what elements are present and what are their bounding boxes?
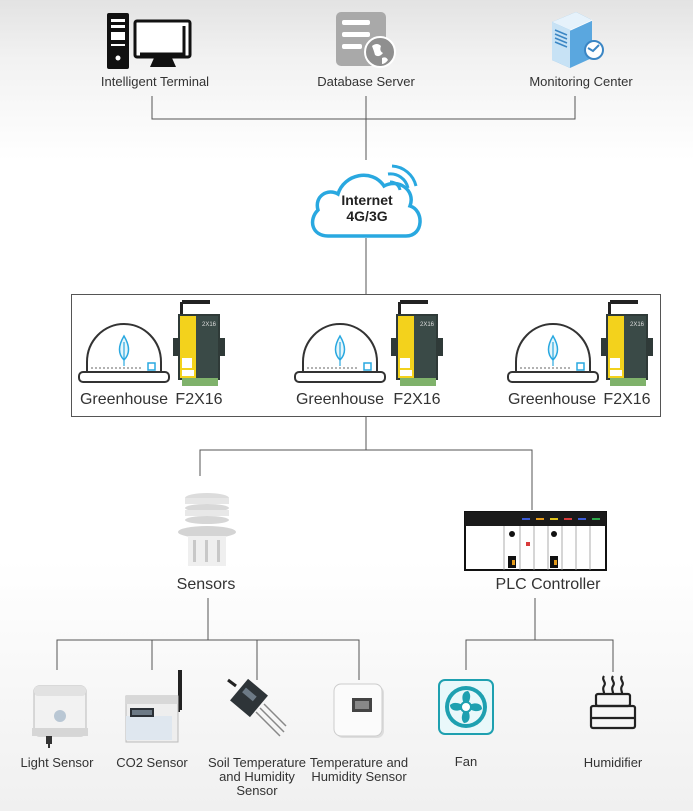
temp-humidity-sensor-label: Temperature and Humidity Sensor	[309, 755, 409, 784]
device-label-3: F2X16	[603, 391, 651, 408]
greenhouse-label-1: Greenhouse	[79, 391, 169, 408]
f2x16-device-icon-2: 2X16	[390, 300, 444, 388]
sensors-icon	[176, 492, 238, 570]
light-sensor-icon	[30, 684, 90, 750]
intelligent-terminal-label: Intelligent Terminal	[100, 74, 210, 89]
database-server-icon	[334, 10, 398, 70]
greenhouse-icon-1	[77, 322, 171, 386]
fan-icon	[438, 679, 494, 735]
svg-text:2X16: 2X16	[420, 322, 435, 328]
co2-sensor-label: CO2 Sensor	[116, 755, 188, 770]
greenhouse-label-3: Greenhouse	[507, 391, 597, 408]
cloud-text: Internet 4G/3G	[312, 192, 422, 224]
soil-sensor-label: Soil Temperature and Humidity Sensor	[207, 755, 307, 798]
f2x16-device-icon-3: 2X16	[600, 300, 654, 388]
humidifier-icon	[588, 674, 638, 730]
greenhouse-label-2: Greenhouse	[295, 391, 385, 408]
monitoring-center-icon	[548, 8, 604, 70]
intelligent-terminal-icon	[104, 10, 196, 72]
temp-humidity-sensor-icon	[332, 682, 386, 740]
greenhouse-icon-2	[293, 322, 387, 386]
monitoring-center-label: Monitoring Center	[529, 74, 633, 89]
cloud-line2: 4G/3G	[346, 208, 388, 224]
device-label-1: F2X16	[175, 391, 223, 408]
fan-label: Fan	[454, 754, 478, 769]
sensors-label: Sensors	[176, 576, 236, 593]
co2-sensor-icon	[122, 668, 184, 744]
svg-text:2X16: 2X16	[630, 322, 645, 328]
svg-text:2X16: 2X16	[202, 322, 217, 328]
greenhouse-icon-3	[506, 322, 600, 386]
database-server-label: Database Server	[317, 74, 415, 89]
humidifier-label: Humidifier	[583, 755, 643, 770]
plc-controller-label: PLC Controller	[495, 576, 601, 593]
device-label-2: F2X16	[393, 391, 441, 408]
f2x16-device-icon-1: 2X16	[172, 300, 226, 388]
internet-cloud-icon	[306, 160, 426, 242]
plc-controller-icon	[464, 510, 608, 572]
light-sensor-label: Light Sensor	[20, 755, 94, 770]
cloud-line1: Internet	[341, 192, 393, 208]
soil-sensor-icon	[226, 676, 288, 738]
